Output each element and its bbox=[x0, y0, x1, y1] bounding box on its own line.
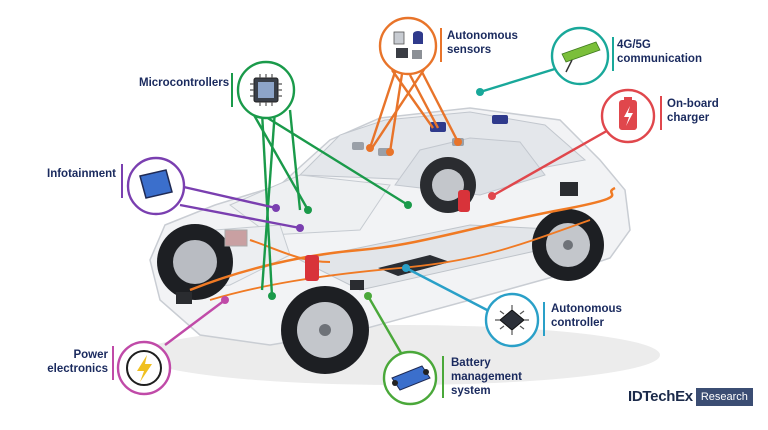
microcontroller-chip-icon bbox=[236, 60, 296, 120]
autonomous-sensors-icon bbox=[378, 16, 438, 76]
communication-accent-bar bbox=[612, 37, 614, 71]
lightning-bolt-icon bbox=[116, 340, 172, 396]
label-line: sensors bbox=[447, 44, 492, 56]
infotainment-connectors bbox=[174, 183, 301, 230]
label-line: Power bbox=[73, 349, 108, 361]
microcontrollers-connectors bbox=[248, 107, 409, 297]
infotainment-screen-icon bbox=[126, 156, 186, 216]
power-accent-bar bbox=[112, 346, 114, 380]
label-line: charger bbox=[667, 112, 710, 124]
logo-brand: IDTechEx bbox=[628, 388, 693, 405]
microcontrollers-label: Microcontrollers bbox=[139, 76, 229, 90]
label-line: Autonomous bbox=[447, 30, 518, 42]
car-illustration bbox=[140, 107, 660, 385]
label-line: controller bbox=[551, 317, 605, 329]
power-connector bbox=[164, 299, 226, 346]
label-line: system bbox=[451, 385, 491, 397]
charger-accent-bar bbox=[660, 96, 662, 130]
battery-management-label: Battery management system bbox=[451, 356, 522, 398]
charger-battery-icon bbox=[600, 88, 656, 144]
label-line: On-board bbox=[667, 98, 719, 110]
label-line: Infotainment bbox=[47, 168, 116, 180]
battery-accent-bar bbox=[442, 356, 444, 398]
infotainment-label: Infotainment bbox=[47, 167, 116, 181]
communication-label: 4G/5G communication bbox=[617, 38, 702, 66]
label-line: communication bbox=[617, 53, 702, 65]
sensors-connectors bbox=[368, 67, 460, 153]
logo-tag: Research bbox=[695, 388, 753, 406]
autonomous-sensors-label: Autonomous sensors bbox=[447, 29, 518, 57]
label-line: Autonomous bbox=[551, 303, 622, 315]
sensors-accent-bar bbox=[440, 28, 442, 62]
battery-pack-icon bbox=[382, 350, 438, 406]
communication-connector bbox=[479, 66, 559, 94]
autonomous-controller-label: Autonomous controller bbox=[551, 302, 622, 330]
autonomous-controller-accent-bar bbox=[543, 302, 545, 336]
label-line: management bbox=[451, 371, 522, 383]
label-line: Battery bbox=[451, 357, 491, 369]
controller-chip-icon bbox=[484, 292, 540, 348]
rear-right-wheel bbox=[532, 209, 604, 281]
label-line: 4G/5G bbox=[617, 39, 651, 51]
label-line: Microcontrollers bbox=[139, 77, 230, 89]
antenna-icon bbox=[550, 26, 610, 86]
infotainment-accent-bar bbox=[121, 164, 123, 198]
charger-connector bbox=[491, 126, 613, 198]
connector-dots bbox=[221, 88, 496, 304]
autonomous-controller-connector bbox=[405, 266, 488, 312]
microcontrollers-accent-bar bbox=[231, 73, 233, 107]
label-line: electronics bbox=[47, 363, 108, 375]
onboard-charger-label: On-board charger bbox=[667, 97, 719, 125]
front-right-wheel bbox=[281, 286, 369, 374]
idtechex-logo: IDTechEx Research bbox=[628, 388, 753, 406]
power-electronics-label: Power electronics bbox=[47, 348, 108, 376]
rear-left-wheel bbox=[420, 157, 476, 213]
